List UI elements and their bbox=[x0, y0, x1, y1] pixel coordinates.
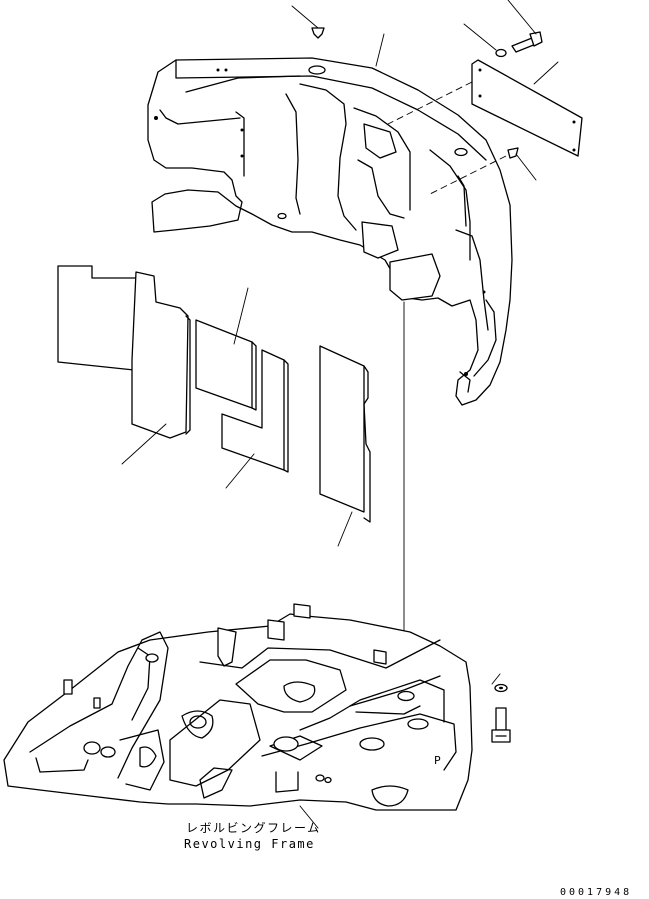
counterweight-cover bbox=[147, 57, 513, 406]
frame-outline bbox=[3, 613, 473, 811]
bottom-washer-bolt bbox=[491, 673, 511, 743]
top-plug-bolt bbox=[291, 5, 325, 39]
revolving-frame bbox=[3, 603, 473, 829]
pad-right bbox=[319, 345, 371, 547]
pad-l-shape bbox=[221, 349, 289, 489]
frame-label-japanese: レボルビングフレーム bbox=[186, 821, 321, 835]
washer-and-bolt bbox=[463, 0, 543, 58]
pad-large bbox=[57, 265, 191, 465]
cover-leader bbox=[375, 33, 385, 67]
assembly-line-1 bbox=[387, 81, 473, 125]
frame-mark-p: P bbox=[434, 754, 441, 767]
pad-small-diamond bbox=[195, 287, 257, 411]
side-plug-bolt bbox=[507, 147, 537, 181]
frame-label-english: Revolving Frame bbox=[184, 837, 315, 851]
side-plate bbox=[471, 59, 583, 157]
assembly-line-2 bbox=[429, 155, 507, 195]
drawing-number: 00017948 bbox=[560, 887, 632, 898]
